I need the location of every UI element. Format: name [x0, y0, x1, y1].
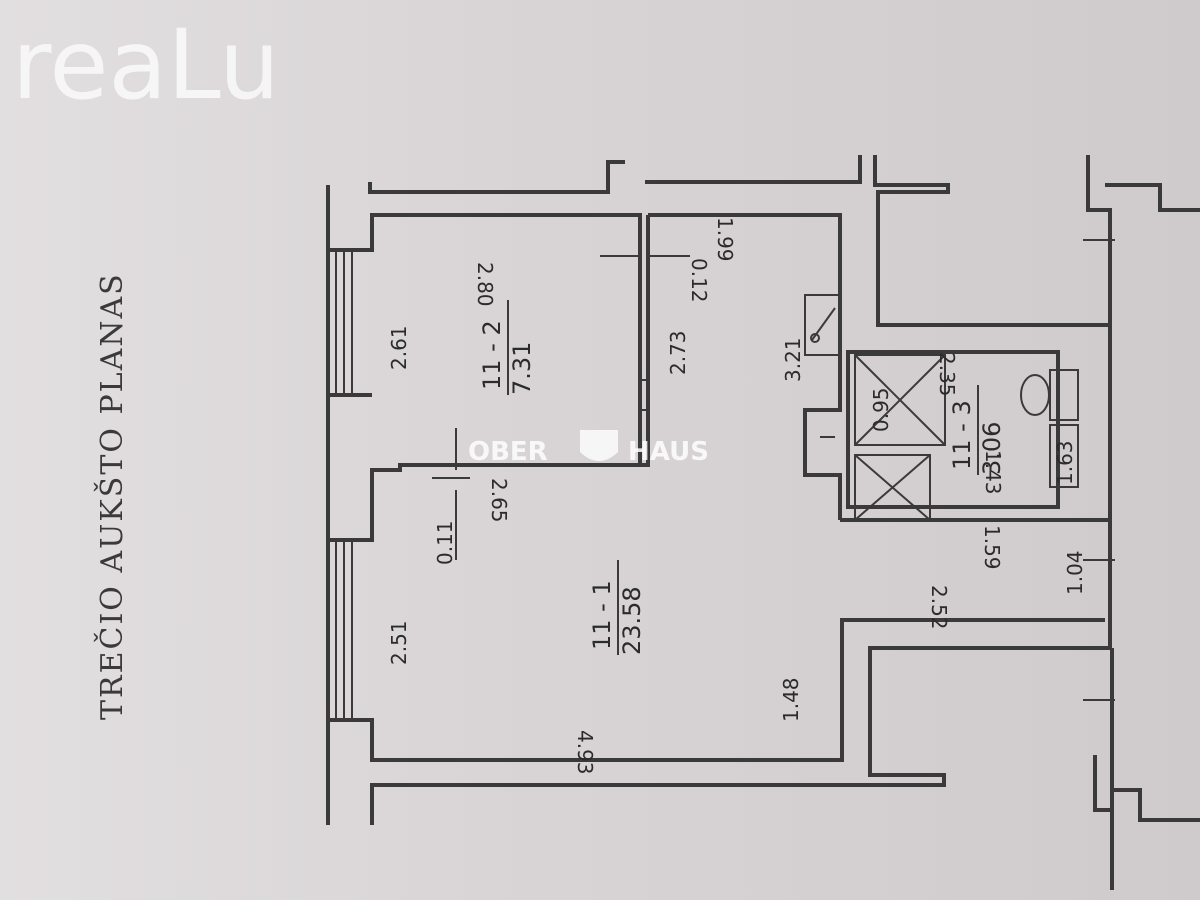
room-id: 11 - 2 [478, 320, 506, 390]
dimension-arrows [432, 239, 1115, 701]
dim-label: 0.95 [869, 387, 893, 432]
dim-label: 2.65 [487, 478, 511, 523]
dim-label: 1.63 [1053, 440, 1077, 485]
dim-label: 1.99 [713, 217, 737, 262]
exterior-wall-left [326, 185, 1105, 825]
dim-label: 2.51 [387, 620, 411, 665]
brand-logo: reaLu [12, 9, 280, 121]
dim-label: 1.59 [980, 525, 1004, 570]
room-area: 7.31 [508, 342, 536, 395]
room-label-11-2: 11 - 2 7.31 [478, 300, 536, 395]
dim-label: 2.61 [387, 325, 411, 370]
dim-label: 1.48 [779, 677, 803, 722]
dim-label: 0.11 [433, 520, 457, 565]
watermark: OBER HAUS [468, 430, 709, 467]
dim-label: 1.43 [981, 450, 1005, 495]
interior-partition [640, 213, 842, 520]
exterior-wall-bottom [370, 646, 1200, 890]
dim-label: 2.52 [927, 585, 951, 630]
room-area: 3.06 [978, 422, 1006, 475]
dim-label: 1.04 [1063, 550, 1087, 595]
bathroom-walls [804, 294, 1110, 522]
dim-label: 2.73 [666, 330, 690, 375]
room-area: 23.58 [618, 586, 646, 655]
dim-label: 2.35 [935, 352, 959, 397]
dim-label: 2.80 [473, 262, 497, 307]
room-label-11-1: 11 - 1 23.58 [588, 560, 646, 655]
dim-label: 0.12 [687, 258, 711, 303]
watermark-left: OBER [468, 437, 548, 467]
plan-title: TREČIO AUKŠTO PLANAS [94, 272, 130, 720]
room-id: 11 - 1 [588, 580, 616, 650]
watermark-right: HAUS [628, 437, 709, 467]
watermark-shield-icon [580, 430, 618, 461]
dimension-labels: 2.80 2.61 2.73 1.99 0.12 3.21 2.65 0.11 … [387, 217, 1087, 775]
exterior-wall-top [368, 155, 1200, 650]
dim-label: 4.93 [573, 730, 597, 775]
dim-label: 3.21 [781, 337, 805, 382]
room-id: 11 - 3 [948, 400, 976, 470]
room-label-11-3: 11 - 3 3.06 [948, 385, 1006, 475]
